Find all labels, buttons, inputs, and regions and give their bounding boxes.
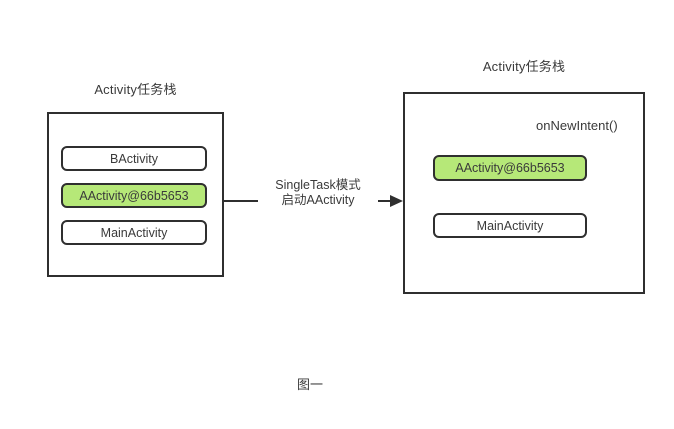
callback-label: onNewIntent() [536,118,618,133]
transition-label-line2: 启动AActivity [281,193,355,207]
right-stack-title: Activity任务栈 [482,59,566,74]
stack-item-aactivity-left: AActivity@66b5653 [61,183,207,208]
stack-item-mainactivity-right: MainActivity [433,213,587,238]
left-stack-box: BActivity AActivity@66b5653 MainActivity [47,112,224,277]
transition-label-line1: SingleTask模式 [275,178,361,192]
stack-item-label: AActivity@66b5653 [455,161,565,175]
right-stack-box: AActivity@66b5653 MainActivity [403,92,645,294]
stack-item-bactivity: BActivity [61,146,207,171]
stack-item-label: AActivity@66b5653 [79,188,189,203]
stack-item-aactivity-right: AActivity@66b5653 [433,155,587,181]
stack-item-label: MainActivity [476,218,544,233]
transition-label: SingleTask模式 启动AActivity [258,178,378,208]
left-stack-title: Activity任务栈 [94,82,177,97]
stack-item-mainactivity-left: MainActivity [61,220,207,245]
figure-caption: 图一 [296,377,323,392]
stack-item-label: BActivity [110,151,158,166]
stack-item-label: MainActivity [100,225,168,240]
